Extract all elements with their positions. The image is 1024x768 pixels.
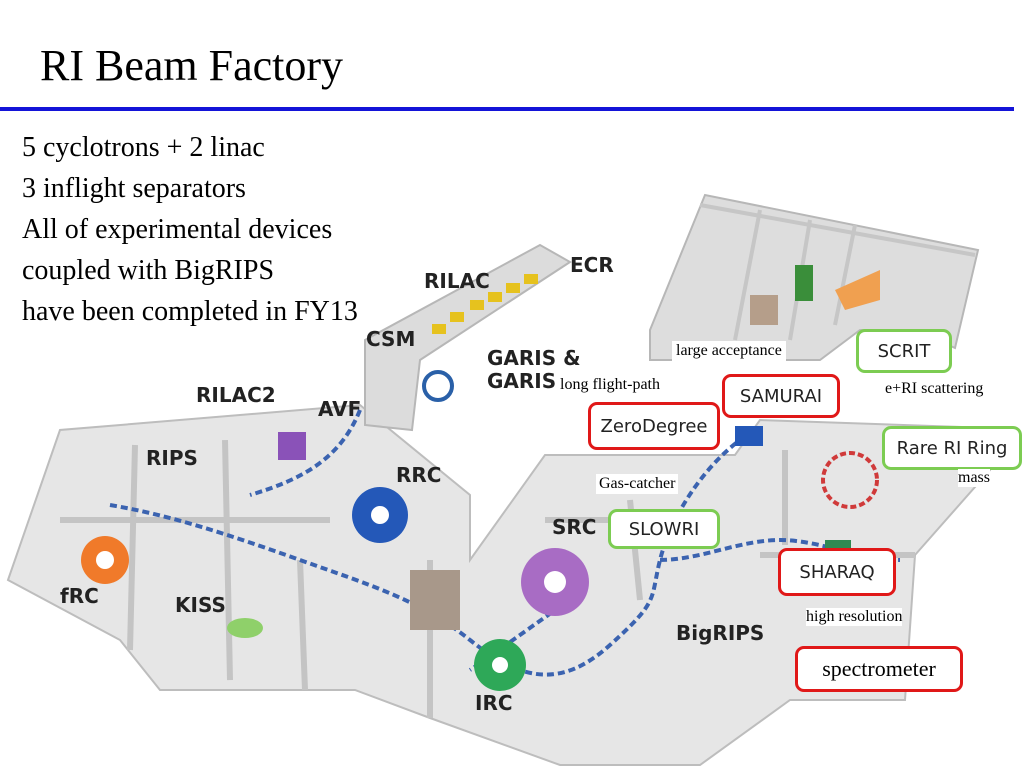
label-rrc: RRC (396, 463, 441, 487)
label-garis-2: GARIS (487, 369, 556, 393)
label-irc: IRC (475, 691, 513, 715)
label-src: SRC (552, 515, 596, 539)
zerodegree-box: ZeroDegree (588, 402, 720, 450)
spectrometer-box: spectrometer (795, 646, 963, 692)
annotation-long-flight-path: long flight-path (560, 376, 660, 394)
label-csm: CSM (366, 327, 415, 351)
bullet-item: 3 inflight separators (22, 173, 246, 204)
main-floor (6, 403, 991, 766)
bullet-list: 5 cyclotrons + 2 linac 3 inflight separa… (22, 127, 358, 332)
title-divider (0, 107, 1014, 111)
sharaq-box: SHARAQ (778, 548, 896, 596)
bullet-item: coupled with BigRIPS (22, 255, 275, 286)
bullet-item: have been completed in FY13 (22, 296, 358, 327)
rare-ri-ring-box: Rare RI Ring (882, 426, 1022, 470)
kiss-device (227, 618, 263, 638)
label-rilac: RILAC (424, 269, 490, 293)
label-rips: RIPS (146, 446, 198, 470)
label-kiss: KISS (175, 593, 226, 617)
annotation-gas-catcher: Gas-catcher (596, 474, 679, 494)
bullet-item: All of experimental devices (22, 214, 333, 245)
upper-building-equipment (750, 265, 880, 325)
slowri-box: SLOWRI (608, 509, 720, 549)
rare-ri-ring-device (821, 451, 879, 509)
scrit-box: SCRIT (856, 329, 952, 373)
label-garis-1: GARIS & (487, 346, 581, 370)
samurai-box: SAMURAI (722, 374, 840, 418)
annotation-mass: mass (958, 469, 990, 487)
label-avf: AVF (318, 397, 361, 421)
annotation-high-resolution: high resolution (806, 608, 903, 626)
slide-title: RI Beam Factory (40, 41, 344, 90)
annotation-large-acceptance: large acceptance (672, 341, 786, 361)
rrc-ring (352, 487, 408, 543)
storage-blocks (410, 570, 460, 630)
annotation-e-ri-scattering: e+RI scattering (885, 380, 984, 398)
bullet-item: 5 cyclotrons + 2 linac (22, 132, 265, 163)
label-frc: fRC (60, 584, 99, 608)
label-rilac2: RILAC2 (196, 383, 276, 407)
irc-ring (474, 639, 526, 691)
samurai-magnet (735, 426, 763, 446)
label-ecr: ECR (570, 253, 614, 277)
frc-ring (81, 536, 129, 584)
linac-cavities (432, 274, 538, 334)
csm-ring (422, 370, 454, 402)
avf-device (278, 432, 306, 460)
src-ring (521, 548, 589, 616)
label-bigrips: BigRIPS (676, 621, 764, 645)
